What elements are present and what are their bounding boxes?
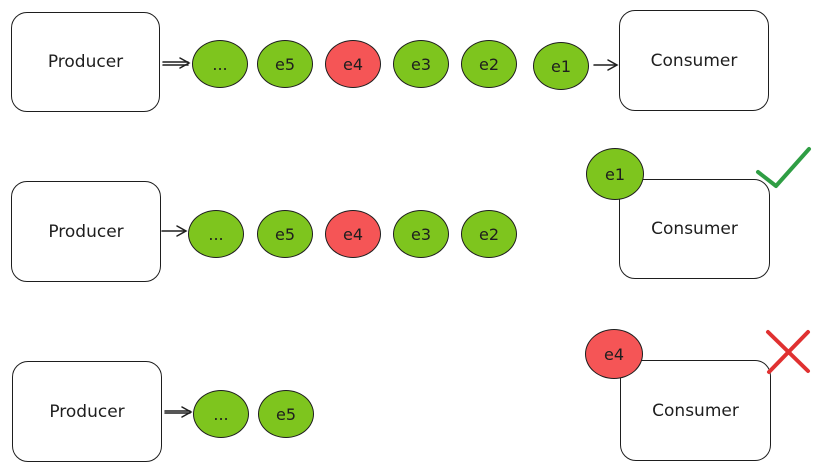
consumer-box-1: Consumer bbox=[619, 10, 769, 111]
producer-box-3: Producer bbox=[12, 361, 162, 462]
event-node: ... bbox=[188, 210, 244, 258]
producer-label: Producer bbox=[49, 401, 125, 422]
arrow-producer-to-queue-3 bbox=[164, 406, 193, 418]
event-node: ... bbox=[193, 390, 249, 438]
consumer-box-3: Consumer bbox=[620, 360, 771, 461]
event-node-failing: e4 bbox=[325, 210, 381, 258]
arrow-producer-to-queue-2 bbox=[161, 225, 188, 237]
consumer-label: Consumer bbox=[652, 400, 739, 421]
processing-event-node: e1 bbox=[586, 148, 644, 200]
event-node-failing: e4 bbox=[325, 40, 381, 88]
consumer-label: Consumer bbox=[650, 50, 738, 71]
event-node: e5 bbox=[258, 390, 314, 438]
cross-icon bbox=[766, 330, 810, 374]
arrow-queue-to-consumer-1 bbox=[593, 59, 619, 71]
consumer-label: Consumer bbox=[651, 219, 738, 239]
arrow-producer-to-queue-1 bbox=[162, 57, 191, 69]
producer-label: Producer bbox=[48, 221, 124, 242]
event-node: e1 bbox=[533, 42, 589, 90]
event-node: ... bbox=[192, 40, 248, 88]
event-node: e2 bbox=[461, 210, 517, 258]
producer-box-2: Producer bbox=[11, 181, 161, 282]
processing-event-node-failing: e4 bbox=[585, 329, 643, 379]
event-node: e3 bbox=[393, 210, 449, 258]
producer-box-1: Producer bbox=[11, 12, 160, 112]
producer-label: Producer bbox=[47, 52, 124, 72]
event-node: e3 bbox=[393, 40, 449, 88]
consumer-box-2: Consumer bbox=[619, 179, 770, 279]
event-node: e2 bbox=[461, 40, 517, 88]
event-node: e5 bbox=[257, 40, 313, 88]
event-node: e5 bbox=[257, 210, 313, 258]
checkmark-icon bbox=[756, 147, 811, 188]
